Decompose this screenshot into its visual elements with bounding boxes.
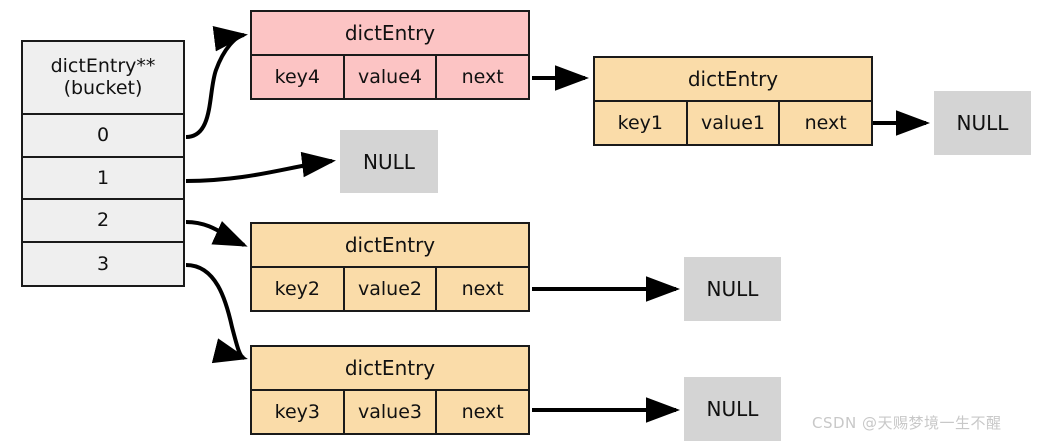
- dict-entry-key3[interactable]: dictEntry key3 value3 next: [250, 345, 530, 435]
- bucket-cell-3[interactable]: 3: [96, 252, 110, 275]
- csdn-watermark: CSDN @天赐梦境一生不醒: [812, 414, 1002, 432]
- bucket-cell-1[interactable]: 1: [23, 158, 183, 200]
- arrow-bucket3-to-key3: [185, 263, 248, 364]
- arrow-bucket1-to-null: [185, 151, 336, 183]
- dict-entry-key1[interactable]: dictEntry key1 value1 next: [593, 56, 873, 146]
- bucket-array-header: dictEntry** (bucket): [23, 42, 183, 115]
- dict-entry-key3-key: key3: [252, 391, 345, 433]
- dict-entry-key2-value: value2: [345, 268, 438, 310]
- dict-entry-key2-next: next: [461, 278, 504, 300]
- dict-entry-key1-next: next: [804, 112, 847, 134]
- dict-entry-key1-title: dictEntry: [595, 58, 871, 102]
- bucket-header-name: (bucket): [63, 76, 143, 99]
- arrow-bucket0-to-key4: [185, 26, 248, 139]
- dict-entry-key3-next: next: [461, 401, 504, 423]
- bucket-header-type: dictEntry**: [50, 54, 156, 77]
- dict-entry-key4-value: value4: [345, 56, 438, 98]
- bucket-cell-0[interactable]: 0: [23, 115, 183, 158]
- dict-entry-key1-key: key1: [595, 102, 688, 144]
- dict-entry-key3-value: value3: [345, 391, 438, 433]
- null-box-key3-next: NULL: [684, 377, 781, 441]
- dict-entry-key4-title: dictEntry: [252, 12, 528, 56]
- bucket-cell-2[interactable]: 2: [23, 200, 183, 243]
- dict-entry-key4-key: key4: [252, 56, 345, 98]
- dict-entry-key2-key: key2: [252, 268, 345, 310]
- dict-entry-key1-fields: key1 value1 next: [595, 102, 871, 144]
- dict-entry-key4[interactable]: dictEntry key4 value4 next: [250, 10, 530, 100]
- dict-entry-key2-title: dictEntry: [252, 224, 528, 268]
- null-box-bucket1: NULL: [340, 130, 438, 193]
- dict-entry-key4-fields: key4 value4 next: [252, 56, 528, 98]
- dict-entry-key3-title: dictEntry: [252, 347, 528, 391]
- dict-entry-key4-next: next: [461, 66, 504, 88]
- dict-entry-key1-value: value1: [688, 102, 781, 144]
- arrow-bucket2-to-key2: [185, 220, 248, 247]
- dict-entry-key3-fields: key3 value3 next: [252, 391, 528, 433]
- null-box-key1-next: NULL: [934, 91, 1031, 155]
- null-box-key2-next: NULL: [684, 257, 781, 321]
- bucket-array: dictEntry** (bucket) 0 1 2 3: [21, 40, 185, 287]
- dict-entry-key2[interactable]: dictEntry key2 value2 next: [250, 222, 530, 312]
- dict-entry-key2-fields: key2 value2 next: [252, 268, 528, 310]
